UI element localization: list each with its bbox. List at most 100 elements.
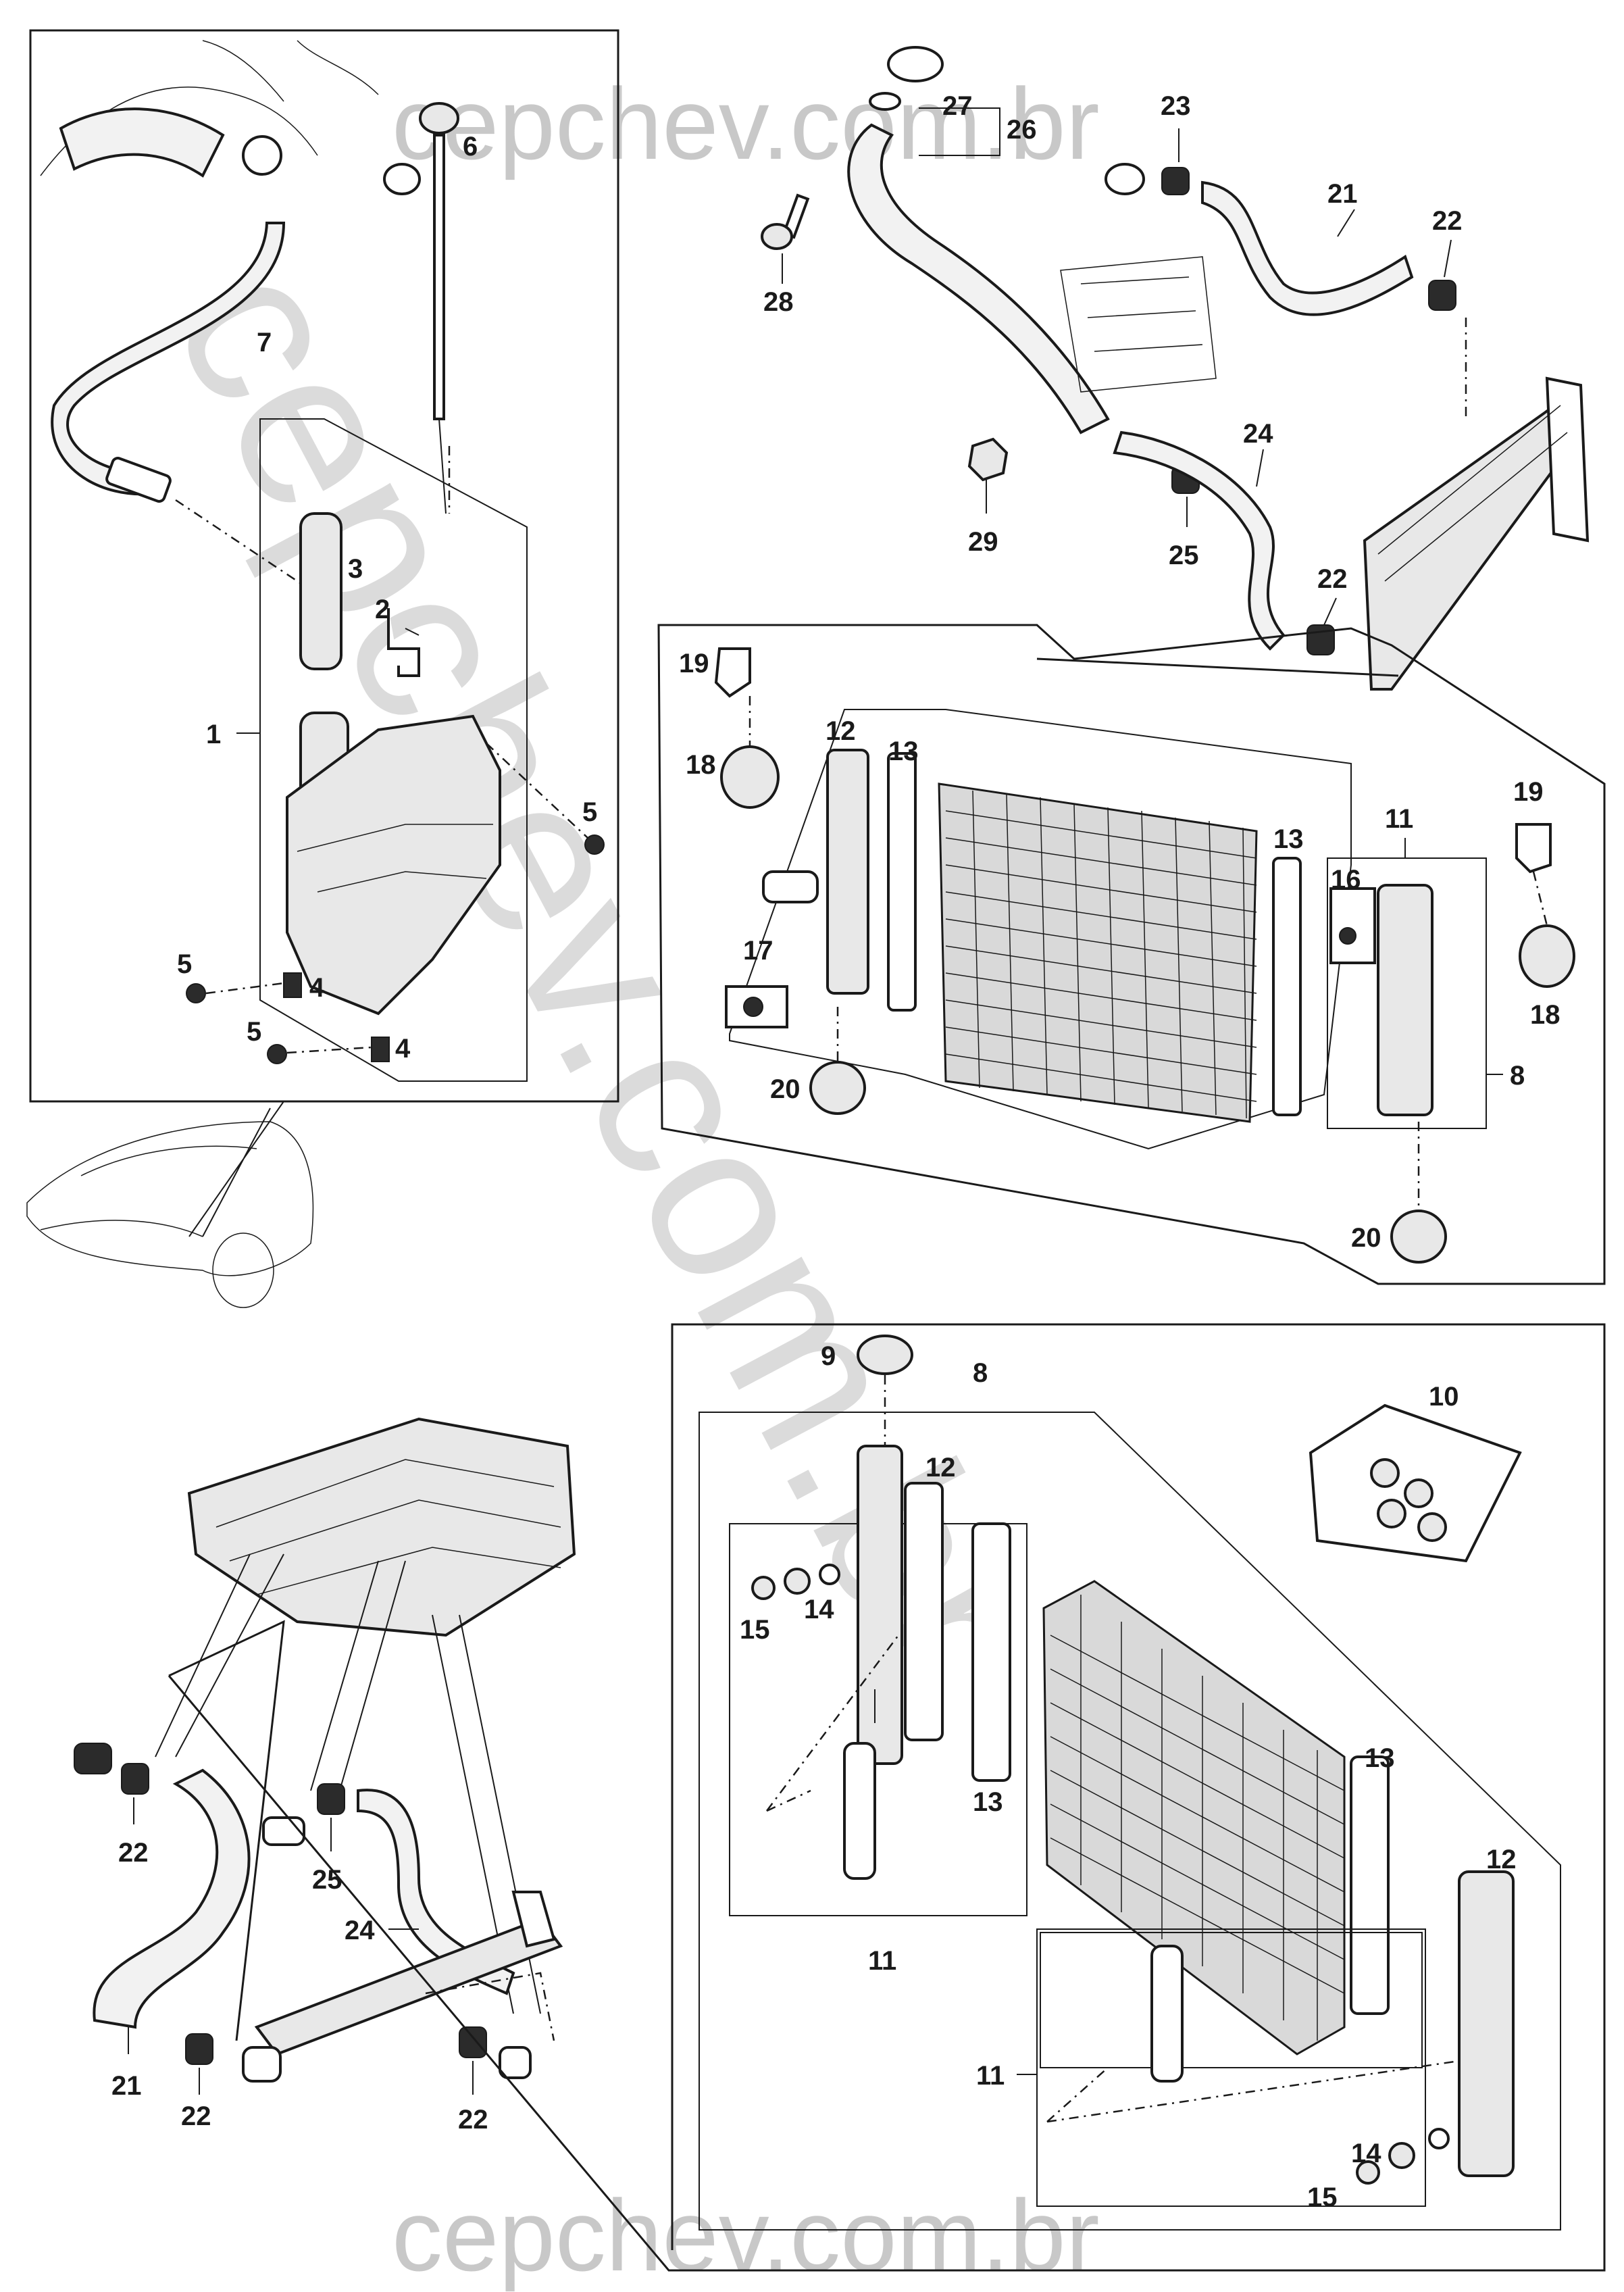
hose-21-top (1201, 180, 1414, 316)
elbow-fitting-2 (387, 608, 420, 677)
callout-8-mid: 8 (1510, 1061, 1525, 1091)
tank-detail-lines (297, 824, 493, 893)
callout-20-left: 20 (770, 1074, 801, 1104)
callout-22-bottom-1: 22 (118, 1838, 149, 1868)
leader-21-top (1337, 209, 1355, 237)
panel-connector-line (1036, 657, 1399, 677)
radiator-fins-hint (1377, 405, 1568, 582)
radiator-core-grid (945, 790, 1257, 1119)
callout-24-bottom: 24 (345, 1916, 375, 1945)
callout-4-lower: 4 (395, 1034, 411, 1064)
seal-13-right (1272, 857, 1302, 1116)
box-11-right-top (1040, 1932, 1423, 2068)
callout-20-right: 20 (1351, 1223, 1381, 1253)
callout-11-left: 11 (868, 1946, 896, 1976)
bracket-26-27 (919, 107, 1000, 156)
clip-22-mid (1306, 624, 1335, 655)
engine-block-detail (1080, 276, 1203, 352)
clip-19-right (1515, 823, 1552, 874)
radiator-core-assembly-grid (1050, 1595, 1345, 2041)
radiator-core-assembly (1042, 1580, 1346, 2056)
seal-13-left (887, 752, 917, 1012)
radiator-end-tank-top (1545, 376, 1590, 543)
hose-24-bottom (357, 1789, 515, 1995)
callout-5-left-upper: 5 (177, 949, 192, 979)
engine-cap-outline (383, 163, 421, 195)
watermark-top: cepchev.com.br (392, 67, 1100, 180)
lower-hose-section: 22 25 24 21 22 22 (74, 1417, 576, 2135)
callout-12-right-bottom: 12 (1486, 1845, 1517, 1874)
dash-bolt-5 (486, 743, 588, 839)
callout-14-left: 14 (804, 1595, 834, 1624)
panel-frame-radiator-exploded (657, 624, 1606, 1285)
callout-9: 9 (821, 1341, 836, 1371)
radiator-assembly-panel: 9 8 10 12 13 13 15 14 11 12 11 14 15 (168, 1323, 1606, 2272)
nut-15-left (751, 1576, 776, 1600)
seal-13-left-bottom (904, 1482, 944, 1741)
hose-connector (105, 457, 172, 503)
leader-2 (405, 628, 420, 636)
callout-22-bottom-3: 22 (181, 2101, 211, 2131)
kit-item-d (1417, 1512, 1447, 1542)
callout-10: 10 (1429, 1382, 1459, 1412)
callout-11-right: 11 (976, 2061, 1005, 2091)
bolt-5-left-lower (267, 1044, 287, 1064)
tank-assembly-outline (259, 418, 528, 1082)
expansion-tank-1 (286, 714, 501, 1016)
cushion-20-right (1390, 1210, 1447, 1264)
end-tank-8 (1377, 884, 1433, 1116)
callout-15-left: 15 (740, 1615, 770, 1645)
callout-22-mid: 22 (1317, 564, 1348, 594)
callout-25-top: 25 (1169, 541, 1199, 570)
radiator-exploded-panel: 19 18 12 13 13 17 20 11 16 19 18 8 20 (657, 624, 1606, 1285)
radiator-cap-9 (857, 1335, 913, 1375)
callout-17: 17 (743, 936, 773, 966)
car-locator (26, 1101, 314, 1308)
leader-6 (438, 418, 447, 514)
car-body-outline (26, 1121, 314, 1276)
hose-stub-left-bottom (262, 1816, 305, 1846)
callout-13-mid-left: 13 (888, 737, 919, 766)
clip-22-bottom-2 (121, 1763, 149, 1795)
callout-19-right: 19 (1513, 777, 1544, 807)
clip-22-bottom-1 (74, 1743, 112, 1774)
callout-23: 23 (1161, 91, 1191, 121)
callout-24-top: 24 (1243, 419, 1273, 449)
clip-4-lower (371, 1037, 390, 1062)
callout-12-mid: 12 (826, 716, 856, 746)
engine-bay-detail (215, 1459, 561, 1595)
bolt-28-head (761, 223, 793, 250)
callout-7: 7 (257, 328, 272, 357)
dash-right-pipe (1046, 2060, 1460, 2123)
callout-26: 26 (1007, 115, 1037, 145)
leader-22-top (1444, 239, 1452, 278)
kit-item-c (1377, 1499, 1406, 1528)
seal-13-right-bottom (1350, 1755, 1390, 2015)
end-tank-12-left (857, 1445, 903, 1765)
level-sensor-rod-6 (433, 134, 445, 420)
washer-small-left (819, 1564, 840, 1585)
callout-6: 6 (463, 132, 478, 161)
expansion-tank-panel: 1 2 3 4 4 5 5 5 6 7 (29, 29, 619, 1103)
callout-3: 3 (348, 554, 363, 584)
watermark-bottom: cepchev.com.br (392, 2178, 1100, 2292)
dash-19-18-right (1532, 871, 1548, 926)
box-11 (1327, 857, 1487, 1129)
dash-hose-to-tank (175, 499, 318, 596)
clip-22-bottom-4 (459, 2026, 487, 2058)
inner-frame-8 (699, 1412, 1561, 2231)
hose-24-top (1113, 430, 1286, 651)
washer-14-left (784, 1568, 811, 1595)
dash-left-pipe (766, 1635, 899, 1812)
washer-small-right (1428, 2128, 1450, 2149)
callout-18-left: 18 (686, 750, 716, 780)
callout-5-left-lower: 5 (247, 1017, 261, 1047)
nut-29 (967, 437, 1009, 482)
seal-13-left-bottom-2 (971, 1522, 1011, 1782)
cushion-20-left (809, 1061, 866, 1115)
engine-bay (187, 1417, 576, 1637)
clip-4-upper (283, 972, 302, 998)
cushion-18-right (1519, 924, 1575, 988)
callout-29: 29 (968, 527, 998, 557)
